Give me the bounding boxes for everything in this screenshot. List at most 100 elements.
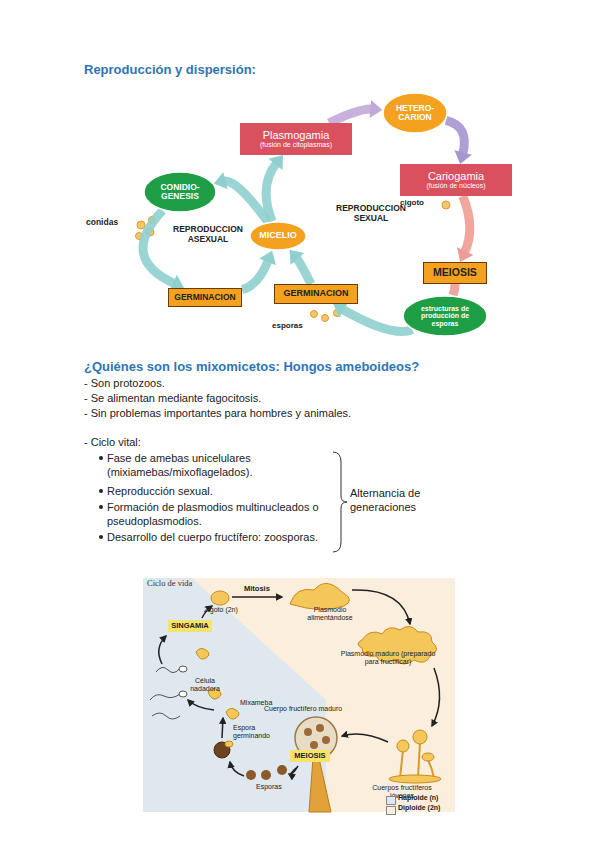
node-text-area: Plasmogamia(fusión de citoplasmas) — [241, 124, 351, 154]
node-title: CONIDIO- GENESIS — [151, 183, 209, 201]
bullets — [99, 456, 103, 539]
young-body-base — [389, 775, 441, 783]
cycle-ribbon-arrow — [290, 250, 311, 284]
cycle-arrow — [352, 590, 410, 624]
stage-label: Espora germinando — [233, 724, 277, 740]
cycle-ribbon-arrow — [329, 100, 382, 123]
spore-dots — [136, 201, 451, 322]
node-title: MICELIO — [259, 231, 297, 240]
bullet — [99, 489, 103, 493]
node-title: Cariogamia — [428, 171, 484, 183]
node-title: SINGAMIA — [171, 622, 209, 630]
stalk — [418, 742, 420, 778]
process-ellipse: estructuras de producción de esporas — [402, 295, 488, 337]
young-body — [413, 730, 427, 744]
node-subtitle: (fusión de citoplasmas) — [260, 141, 332, 148]
stage-label: Esporas — [256, 783, 296, 791]
node-title: HETERO- CARION — [388, 104, 442, 122]
arrow-head — [259, 251, 276, 265]
text-line: - Ciclo vital: — [84, 435, 564, 449]
swimming-cell — [152, 713, 180, 719]
cycle-arrow — [222, 718, 223, 738]
swimming-cell — [150, 694, 180, 700]
node-text-area: CONIDIO- GENESIS — [143, 171, 217, 213]
node-text-area: estructuras de producción de esporas — [402, 295, 488, 337]
myxamoeba — [226, 708, 239, 719]
node-text-area: GERMINACION — [275, 285, 357, 303]
bullet-text: Formación de plasmodios multinucleados o… — [107, 500, 342, 529]
arrow-head — [454, 150, 471, 164]
cycle-ribbon-arrow — [242, 251, 276, 290]
spore — [304, 728, 312, 736]
diploid-background — [143, 578, 455, 812]
stage-label: Plasmodio alimentándose — [298, 606, 362, 622]
young-fruiting-bodies — [389, 730, 441, 783]
arrow-head — [214, 172, 228, 189]
young-body — [422, 753, 434, 761]
swimming-cell — [156, 667, 180, 672]
node-subtitle: (fusión de núcleos) — [426, 182, 485, 189]
ribbon — [296, 257, 311, 284]
stage-label: Zigoto (2n) — [204, 606, 254, 614]
state-ellipse: MICELIO — [249, 221, 307, 251]
ribbon — [342, 309, 412, 331]
process-box: Cariogamia(fusión de núcleos) — [400, 164, 512, 196]
arrow-head — [370, 100, 383, 118]
sporangium-spores — [304, 724, 330, 749]
stage-box: GERMINACION — [168, 288, 242, 307]
swimming-cell — [179, 691, 187, 697]
stage-tag: MEIOSIS — [290, 750, 330, 762]
stage-tag: SINGAMIA — [168, 620, 212, 632]
process-label: Mitosis — [244, 585, 284, 594]
section-heading: ¿Quiénes son los mixomicetos: Hongos ame… — [84, 359, 564, 376]
bullet — [99, 456, 103, 460]
cycle-arrow — [342, 734, 388, 742]
ellipse-shape — [250, 222, 306, 250]
cycle-ribbon-arrow — [333, 302, 412, 331]
arrow-head — [333, 302, 348, 318]
spore — [322, 736, 330, 744]
ribbon — [463, 196, 470, 253]
haploid-background — [143, 578, 326, 812]
arrow-head — [269, 155, 284, 170]
text-line: - Sin problemas importantes para hombres… — [84, 406, 564, 420]
ribbon — [329, 109, 372, 123]
legend-swatch — [386, 806, 396, 815]
ribbon — [242, 260, 268, 289]
bullet — [99, 505, 103, 509]
germinating-spore — [225, 741, 233, 747]
node-title: GERMINACION — [174, 293, 235, 302]
ellipse-shape — [383, 93, 447, 133]
node-text-area: SINGAMIA — [169, 621, 211, 631]
zygote-dot — [442, 201, 450, 209]
swimming-cell — [179, 666, 187, 672]
cycle-arrow — [289, 766, 298, 774]
cycle-ribbon-arrow — [214, 172, 268, 222]
node-text-area: MICELIO — [249, 221, 307, 251]
spore-label: cigoto — [400, 198, 440, 207]
spore — [261, 770, 271, 780]
stage-box: GERMINACION — [274, 284, 358, 304]
arrow-head — [457, 247, 473, 262]
cycle-ribbon-arrow — [457, 196, 473, 262]
node-title: estructuras de producción de esporas — [415, 305, 475, 327]
fruiting-stalk — [309, 758, 331, 812]
cycle-ribbon-arrow — [266, 155, 283, 221]
cycle-arrow — [159, 636, 166, 664]
bullet — [99, 535, 103, 539]
cycle-arrow — [188, 700, 214, 710]
spore-label: esporas — [272, 321, 316, 330]
spore-label: conidas — [86, 218, 130, 228]
text-line: - Se alimentan mediante fagocitosis. — [84, 391, 564, 405]
spore — [310, 741, 318, 749]
node-text-area: MEIOSIS — [424, 263, 486, 283]
legend-text: Diploide (2n) — [398, 804, 458, 812]
stage-label: Plasmodio maduro (preparado para fructif… — [336, 650, 440, 666]
process-box: Plasmogamia(fusión de citoplasmas) — [240, 123, 352, 155]
ribbon — [143, 211, 175, 284]
node-text-area: Cariogamia(fusión de núcleos) — [401, 165, 511, 195]
spore — [277, 765, 287, 775]
node-text-area: MEIOSIS — [291, 751, 329, 761]
node-title: GERMINACION — [284, 289, 349, 298]
